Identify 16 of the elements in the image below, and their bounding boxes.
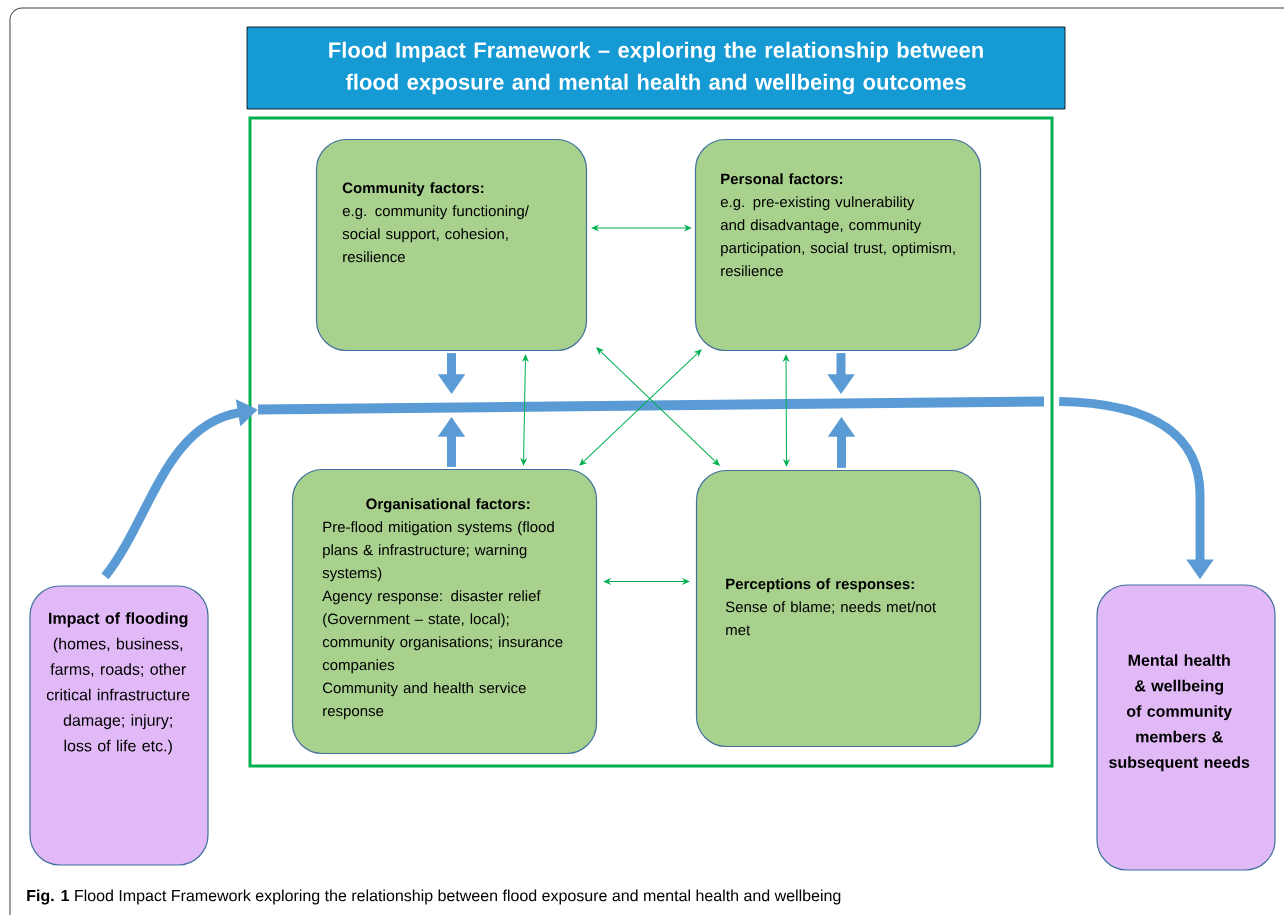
factor-box: Personal factors: e.g. pre-existing vulnerability and disadvantage, community participation, social trust, optimism, resilience [694, 138, 982, 352]
figure-caption: Fig. 1 Flood Impact Framework exploring the relationship between flood exposure and mental health and wellbeing [27, 889, 841, 905]
factor-box: Community factors: e.g. community functioning/ social support, cohesion, resilience [315, 138, 588, 352]
double-arrow [520, 354, 529, 466]
title-banner: Flood Impact Framework – exploring the relationship between flood exposure and mental health and wellbeing outcomes [246, 26, 1066, 110]
double-arrow [591, 225, 692, 231]
double-arrow [783, 354, 790, 467]
outcome-box: Mental health & wellbeing of community members & subsequent needs [1096, 584, 1276, 871]
factor-box: Organisational factors: Pre-flood mitigation systems (flood plans & infrastructure; warning systems) Agency response: disaster relief (Government – state, local); community organisations; insurance companies Community and health service response [291, 468, 598, 755]
double-arrow [596, 347, 720, 466]
factor-box: Perceptions of responses: Sense of blame; needs met/not met [695, 469, 982, 748]
double-arrow [579, 349, 702, 466]
flow-bar [258, 396, 1045, 415]
framework-frame [248, 116, 1054, 768]
double-arrow [603, 578, 690, 585]
input-box: Impact of flooding (homes, business, farms, roads; other critical infrastructure damage; injury; loss of life etc.) [29, 585, 209, 866]
